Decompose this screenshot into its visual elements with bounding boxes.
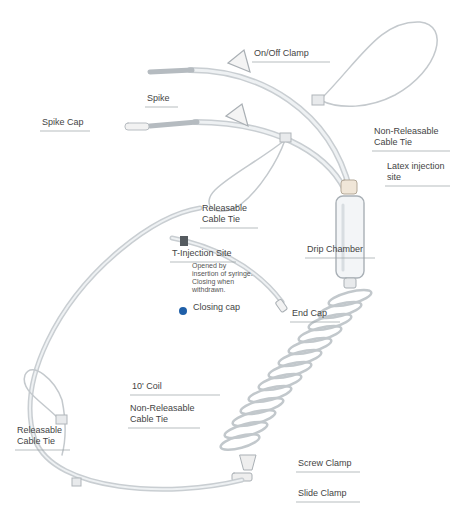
part-label: Releasable Cable Tie bbox=[202, 203, 254, 225]
part-label: Non-Releasable Cable Tie bbox=[130, 403, 202, 425]
latex-injection-site bbox=[341, 180, 357, 194]
leader-lines bbox=[15, 62, 450, 502]
cable-tie bbox=[320, 22, 437, 106]
part-label: Screw Clamp bbox=[298, 458, 352, 469]
part-label: Slide Clamp bbox=[298, 488, 347, 499]
on-off-clamp bbox=[226, 104, 248, 126]
spike bbox=[150, 70, 192, 72]
spike-cap bbox=[125, 123, 149, 130]
cable-tie-head bbox=[56, 415, 67, 424]
part-label: Drip Chamber bbox=[307, 244, 363, 255]
chamber-highlight bbox=[342, 205, 345, 270]
cable-tie-head bbox=[280, 133, 291, 142]
part-label: Non-Releasable Cable Tie bbox=[374, 126, 446, 148]
tube bbox=[195, 122, 345, 190]
cable-tie bbox=[209, 140, 285, 211]
tube-highlight bbox=[30, 208, 242, 489]
part-label: Closing cap bbox=[193, 302, 240, 313]
tube-highlight bbox=[172, 238, 282, 302]
drip-chamber bbox=[336, 196, 364, 278]
end-cap bbox=[275, 299, 288, 313]
part-label: Spike Cap bbox=[42, 117, 84, 128]
tube-highlight bbox=[190, 70, 350, 190]
part-label: Latex injection site bbox=[387, 161, 445, 183]
on-off-clamp bbox=[228, 50, 250, 72]
part-label: 10' Coil bbox=[132, 381, 162, 392]
tube bbox=[172, 238, 282, 302]
screw-clamp bbox=[240, 455, 256, 470]
coil bbox=[219, 287, 373, 453]
closing-cap bbox=[179, 307, 187, 315]
part-label: Opened by insertion of syringe. Closing … bbox=[192, 262, 254, 294]
cable-tie-head bbox=[72, 478, 81, 486]
t-injection-site bbox=[180, 236, 188, 246]
part-label: End Cap bbox=[292, 308, 327, 319]
part-label: T-Injection Site bbox=[172, 248, 232, 259]
spike bbox=[150, 122, 197, 126]
tube-highlight bbox=[195, 122, 345, 190]
tube bbox=[190, 70, 350, 190]
tube bbox=[30, 208, 242, 489]
part-label: On/Off Clamp bbox=[254, 48, 309, 59]
chamber-outlet bbox=[344, 278, 356, 288]
part-label: Spike bbox=[147, 93, 170, 104]
cable-tie-head bbox=[312, 95, 324, 105]
part-label: Releasable Cable Tie bbox=[17, 425, 67, 447]
